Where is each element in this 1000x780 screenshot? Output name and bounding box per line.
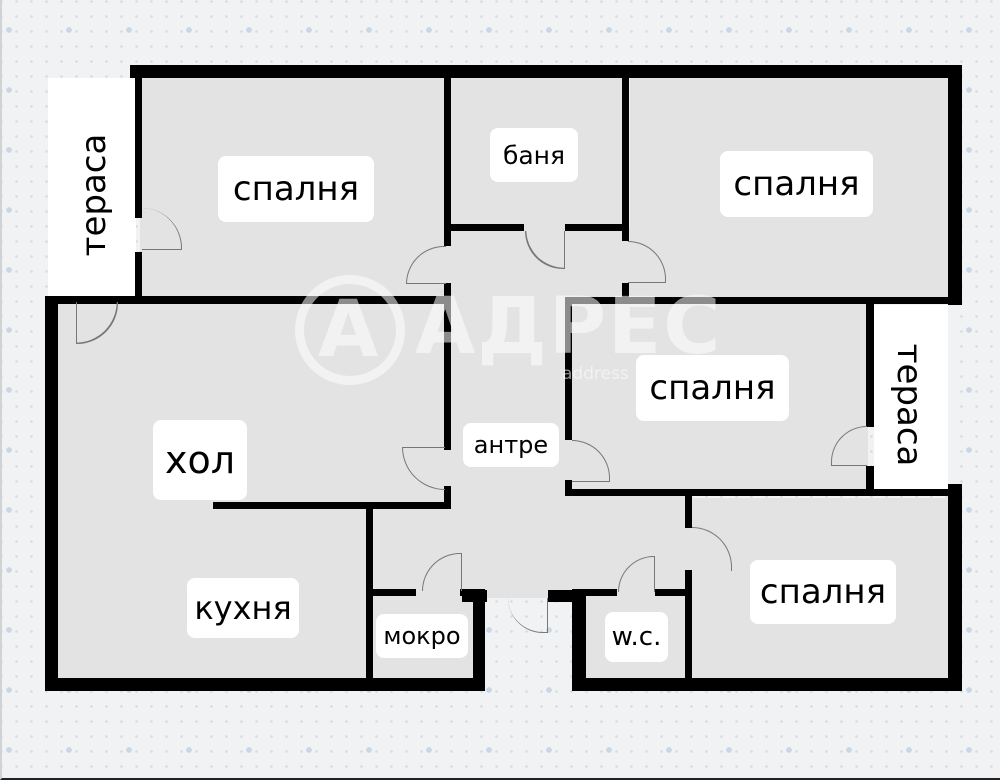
wall-bedroom4-left-bottom: [685, 570, 692, 683]
wall-outer-bottom-right: [572, 678, 962, 691]
wall-outer-top: [130, 65, 962, 78]
wall-terrace-right-left-top: [866, 303, 874, 427]
label-bedroom-4: спалня: [750, 560, 896, 624]
wall-bedroom2-left-lower: [622, 283, 629, 303]
label-wc: w.c.: [605, 612, 668, 662]
door-bathroom[interactable]: [525, 231, 565, 269]
wall-bedroom4-left-top: [685, 492, 692, 528]
wall-bedroom1-left-bottom: [135, 252, 142, 302]
label-laundry: мокро: [376, 614, 468, 658]
wall-bedroom1-bottom: [45, 296, 450, 304]
wall-laundry-top-right: [460, 589, 485, 596]
wall-entrance-right-jamb: [572, 590, 586, 690]
label-bedroom-3: спалня: [636, 355, 789, 421]
door-terrace-left-living[interactable]: [76, 302, 118, 344]
label-bedroom-2: спалня: [720, 151, 873, 217]
wall-bathroom-right: [622, 78, 629, 241]
terrace-right-area: [874, 305, 948, 490]
wall-wc-top-right: [655, 589, 690, 596]
label-living-room: хол: [153, 420, 247, 500]
wall-entrance-left-jamb: [473, 590, 485, 690]
wall-outer-right-bottom: [948, 484, 962, 690]
label-bedroom-1: спалня: [218, 156, 374, 222]
wall-bedroom3-left-top: [565, 297, 572, 440]
wall-bedroom2-bottom: [628, 297, 948, 304]
label-terrace-right: тераса: [889, 344, 929, 467]
wall-outer-left: [45, 298, 58, 690]
wall-bedroom3-bottom: [565, 489, 962, 496]
wall-living-right-top: [444, 303, 451, 450]
wall-living-kitchen: [213, 502, 451, 509]
wall-bedroom1-right: [444, 78, 451, 246]
label-terrace-left: тераса: [74, 134, 114, 257]
wall-bedroom3-top-left: [565, 297, 635, 304]
wall-outer-bottom-left: [45, 678, 485, 691]
label-kitchen: кухня: [187, 578, 299, 638]
label-bathroom: баня: [490, 128, 578, 182]
wall-laundry-top-left: [366, 589, 416, 596]
wall-wc-top-left: [572, 589, 617, 596]
wall-bedroom3-left-bottom: [565, 480, 572, 496]
wall-bathroom-bottom-right: [565, 224, 629, 231]
wall-bedroom1-left-top: [135, 78, 142, 218]
wall-bathroom-bottom-left: [444, 224, 524, 231]
wall-terrace-right-left-bottom: [866, 466, 874, 492]
wall-living-right-bottom: [444, 486, 451, 506]
label-terrace-left-text: тераса: [74, 133, 114, 257]
terrace-left-area: [48, 78, 136, 300]
wall-bedroom1-right-lower: [444, 283, 451, 303]
label-hallway: антре: [463, 423, 559, 467]
label-terrace-right-text: тераса: [889, 343, 929, 467]
wall-outer-right-top: [948, 65, 962, 305]
